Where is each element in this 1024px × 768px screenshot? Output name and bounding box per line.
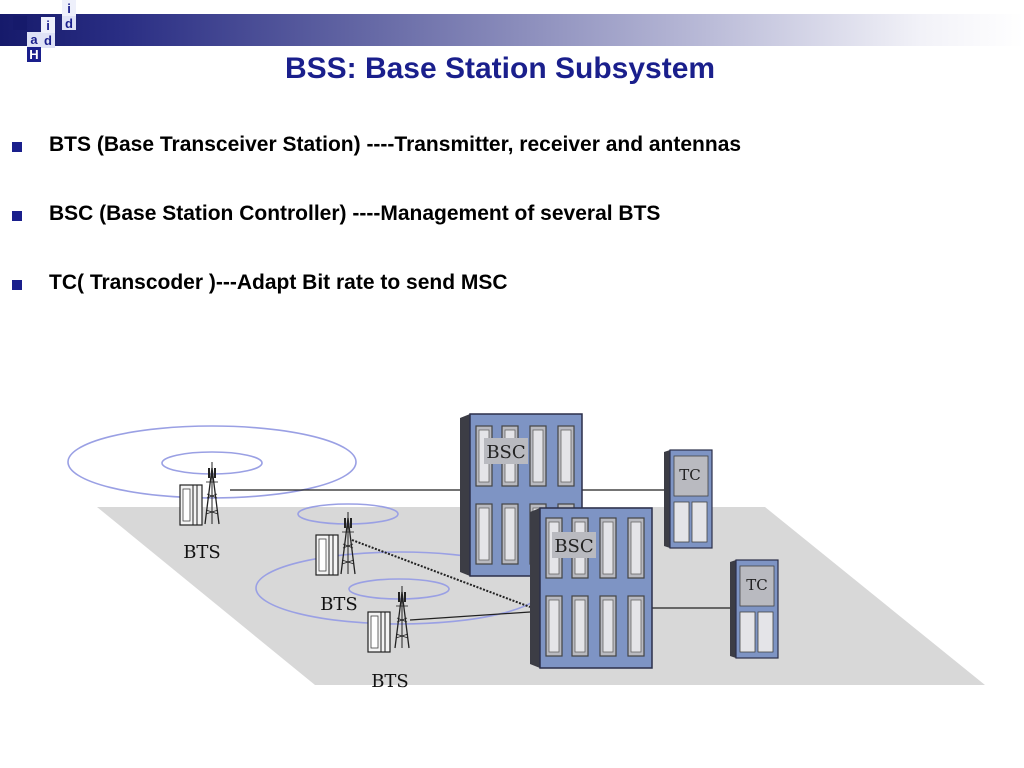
header-gradient-band xyxy=(0,14,1024,46)
slide-title: BSS: Base Station Subsystem xyxy=(284,52,716,85)
square-bullet-icon xyxy=(12,142,22,152)
bsc-label: BSC xyxy=(486,442,525,463)
svg-text:d: d xyxy=(44,33,52,48)
tc-label: TC xyxy=(679,466,700,484)
svg-text:i: i xyxy=(46,18,50,33)
bts-label: BTS xyxy=(320,594,358,615)
square-bullet-icon xyxy=(12,211,22,221)
svg-text:H: H xyxy=(29,47,38,62)
bsc-cabinet-front: BSC xyxy=(530,507,653,669)
bts-site-3: BTS xyxy=(367,585,410,692)
bullet-text: BSC (Base Station Controller) ----Manage… xyxy=(49,202,661,225)
bullet-item-tc: TC( Transcoder )---Adapt Bit rate to sen… xyxy=(12,271,1012,301)
svg-text:d: d xyxy=(65,16,73,31)
bullet-text: BTS (Base Transceiver Station) ----Trans… xyxy=(49,133,742,156)
bts-site-2: BTS xyxy=(315,511,358,615)
connection-links xyxy=(230,489,730,621)
bullet-text: TC( Transcoder )---Adapt Bit rate to sen… xyxy=(49,271,508,294)
bss-network-diagram: BTS BTS BTS BSC BSC xyxy=(67,413,985,692)
bts-label: BTS xyxy=(183,542,221,563)
bullet-item-bsc: BSC (Base Station Controller) ----Manage… xyxy=(12,202,1012,232)
tc-label: TC xyxy=(746,576,767,594)
bts-label: BTS xyxy=(371,671,409,692)
bsc-label: BSC xyxy=(554,536,593,557)
bullet-item-bts: BTS (Base Transceiver Station) ----Trans… xyxy=(12,133,1012,163)
tc-cabinet-1: TC xyxy=(664,449,713,549)
tc-cabinet-2: TC xyxy=(730,559,779,659)
square-bullet-icon xyxy=(12,280,22,290)
company-logo: i d i d a H xyxy=(13,0,76,62)
svg-text:a: a xyxy=(30,32,38,47)
svg-text:i: i xyxy=(67,1,71,16)
bts-site-1: BTS xyxy=(179,461,221,563)
